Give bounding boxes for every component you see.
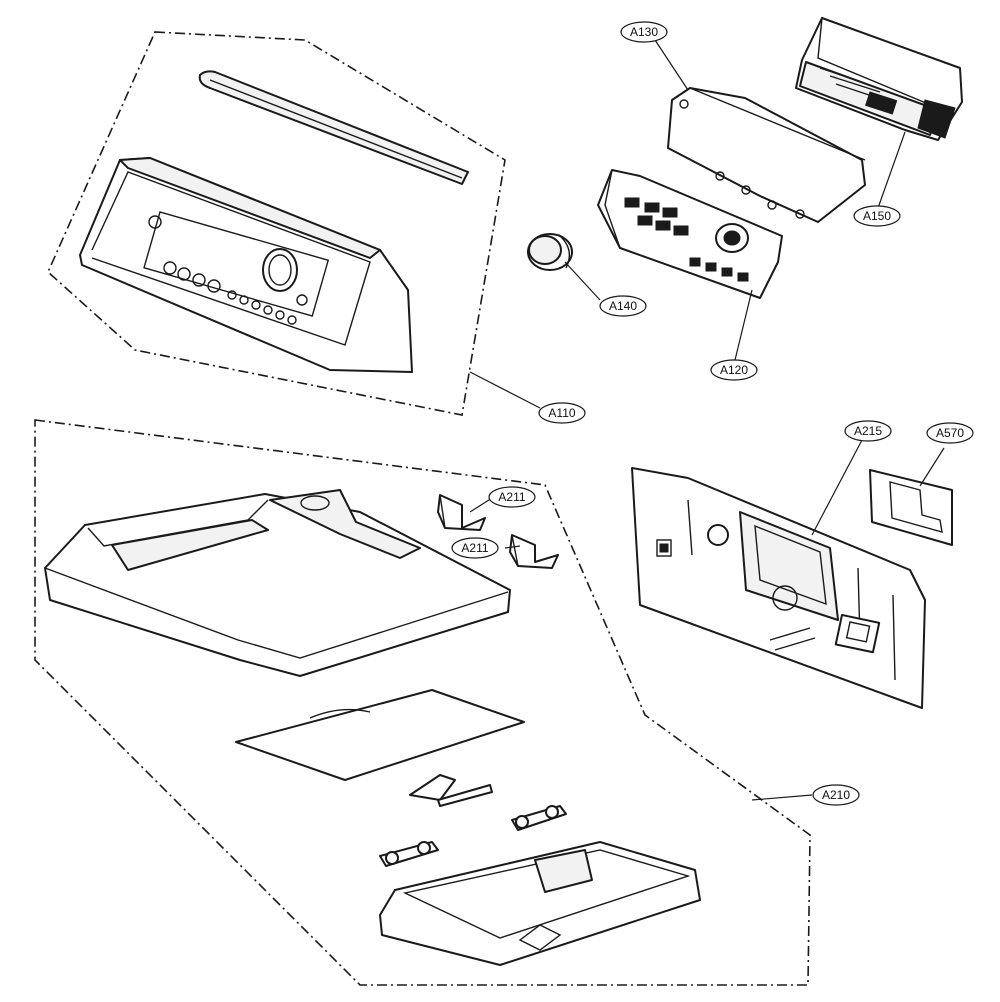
callout-a210: A210 xyxy=(812,784,860,806)
svg-text:A130: A130 xyxy=(630,25,658,39)
callout-a211-top: A211 xyxy=(488,486,536,508)
knob-a140 xyxy=(527,233,573,271)
callout-a110: A110 xyxy=(538,402,586,424)
top-lid xyxy=(44,489,511,677)
rear-panel xyxy=(631,467,926,709)
control-panel-console xyxy=(79,157,413,373)
svg-text:A110: A110 xyxy=(548,406,575,420)
svg-text:A215: A215 xyxy=(854,424,882,438)
callout-a211-bottom: A211 xyxy=(451,537,499,559)
lid-glass-panel xyxy=(235,689,525,781)
pcb-assembly-a120 xyxy=(597,169,783,299)
callout-a150: A150 xyxy=(853,205,901,227)
group-boundary-a210 xyxy=(34,419,811,986)
svg-text:A211: A211 xyxy=(461,541,488,555)
svg-text:A210: A210 xyxy=(822,788,850,802)
housing-a150 xyxy=(795,17,963,141)
callout-a570: A570 xyxy=(926,422,974,444)
control-panel-trim-strip xyxy=(198,70,469,185)
svg-text:A140: A140 xyxy=(609,299,637,313)
lid-frame xyxy=(379,841,701,966)
callout-a215: A215 xyxy=(844,420,892,442)
hinge-bracket-top xyxy=(437,494,486,531)
callout-a120: A120 xyxy=(710,359,758,381)
group-boundary-a110 xyxy=(47,31,506,416)
hinge-bracket-bottom xyxy=(509,534,559,569)
svg-text:A211: A211 xyxy=(498,490,525,504)
callout-a140: A140 xyxy=(599,295,647,317)
svg-text:A150: A150 xyxy=(863,209,891,223)
leader-lines xyxy=(469,39,945,801)
svg-text:A120: A120 xyxy=(720,363,748,377)
access-cover-a570 xyxy=(869,469,953,546)
svg-text:A570: A570 xyxy=(936,426,964,440)
callout-a130: A130 xyxy=(620,21,668,43)
inner-bracket-a215 xyxy=(739,511,839,621)
lid-hinge-pins xyxy=(379,774,567,867)
pcb-cover-a130 xyxy=(667,87,866,223)
